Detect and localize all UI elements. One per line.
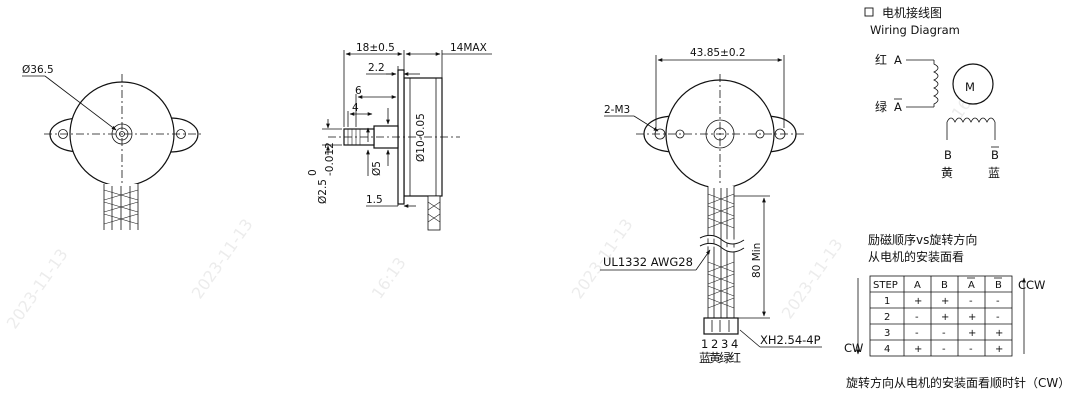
pin-number: 3 (721, 337, 728, 351)
table-header: B (941, 280, 948, 291)
sequence-title-line1: 励磁顺序vs旋转方向 (868, 232, 977, 247)
table-cell: - (996, 296, 1000, 307)
table-cell: + (995, 328, 1003, 339)
table-cell: + (995, 344, 1003, 355)
coil-a-label: A (894, 53, 902, 67)
rear-view: 43.85±0.2 2-M3 80 Min UL1332 AWG28 (600, 47, 822, 365)
pin-color: 红 (729, 350, 741, 365)
dim-4: 4 (352, 102, 359, 114)
table-cell: + (914, 344, 922, 355)
cable-length-label: 80 Min (751, 243, 763, 278)
max-length-label: 14MAX (450, 42, 487, 54)
motor-symbol-label: M (965, 80, 975, 94)
coil-b-label: B (944, 148, 952, 162)
table-header: A (968, 280, 975, 291)
table-cell: + (941, 296, 949, 307)
diameter-label: Ø36.5 (22, 64, 54, 76)
pin-color: 绿 (719, 350, 731, 365)
rotation-footnote: 旋转方向从电机的安装面看顺时针（CW） (846, 375, 1070, 390)
dim-2-2: 2.2 (368, 62, 385, 74)
table-cell: - (915, 328, 919, 339)
dim-5: Ø5 (371, 161, 383, 176)
table-header: B (995, 280, 1002, 291)
coil-a-color: 红 (875, 52, 887, 67)
hole-label: 2-M3 (604, 104, 630, 116)
table-cell: 2 (884, 312, 890, 323)
dim-6: 6 (355, 85, 362, 97)
pin-color: 黄 (709, 351, 721, 365)
excitation-sequence: 励磁顺序vs旋转方向 从电机的安装面看 STEP A B A B 1 + + -… (844, 232, 1070, 390)
checkbox-square-icon (864, 7, 874, 17)
cable (103, 184, 139, 230)
cable (699, 186, 745, 318)
connector (703, 317, 739, 335)
cable-label: UL1332 AWG28 (603, 255, 693, 269)
table-cell: - (969, 344, 973, 355)
watermark-date: 2023-11-13 (778, 235, 847, 322)
table-cell: - (942, 328, 946, 339)
table-header: STEP (873, 280, 898, 291)
table-cell: 3 (884, 328, 890, 339)
shaft-circle (115, 127, 129, 141)
table-cell: 1 (884, 296, 890, 307)
watermark-date: 2023-11-13 (3, 245, 72, 332)
pin-number: 4 (731, 337, 738, 351)
table-cell: - (915, 312, 919, 323)
boss-diameter-label: Ø10-0.05 (415, 113, 427, 162)
table-cell: + (914, 296, 922, 307)
cw-label: CW (844, 341, 863, 355)
ccw-label: CCW (1018, 278, 1045, 292)
table-cell: + (968, 312, 976, 323)
watermark-date: 2023-11-13 (188, 215, 257, 302)
table-cell: 4 (884, 344, 890, 355)
table-header: A (914, 280, 921, 291)
pin-color: 蓝 (699, 351, 711, 365)
coil-abar-label: A (894, 100, 902, 114)
coil-abar-color: 绿 (875, 99, 887, 114)
coil-bbar-label: B (991, 148, 999, 162)
front-view: Ø36.5 (22, 64, 204, 230)
watermark-time: 16:13 (368, 254, 410, 303)
boss-circle (111, 123, 133, 145)
table-cell: + (968, 328, 976, 339)
pin-number: 1 (701, 337, 708, 351)
table-cell: - (996, 312, 1000, 323)
wiring-diagram: 电机接线图 Wiring Diagram 红 A 绿 A M B 黄 B 蓝 (864, 5, 1000, 180)
dim-1-5: 1.5 (366, 194, 383, 206)
side-view: 18±0.5 14MAX 2.2 6 4 Ø10-0.05 Ø2.5 0 -0.… (307, 42, 492, 231)
connector-label: XH2.54-4P (760, 333, 821, 347)
pin-number: 2 (711, 337, 718, 351)
sequence-table (869, 275, 1013, 357)
shaft-tol-lower: -0.012 (324, 142, 336, 176)
coil-bbar-color: 蓝 (988, 166, 1000, 180)
table-cell: + (941, 312, 949, 323)
shaft-diameter-label: Ø2.5 (317, 179, 329, 204)
coil-b-color: 黄 (941, 166, 953, 180)
width-label: 43.85±0.2 (690, 47, 746, 59)
length-label: 18±0.5 (356, 42, 395, 54)
wiring-title-en: Wiring Diagram (870, 23, 960, 37)
table-cell: - (942, 344, 946, 355)
motor-symbol (952, 63, 994, 105)
sequence-title-line2: 从电机的安装面看 (868, 249, 964, 264)
wiring-title-cn: 电机接线图 (882, 5, 942, 20)
shaft-tol-upper: 0 (307, 169, 319, 176)
table-cell: - (969, 296, 973, 307)
